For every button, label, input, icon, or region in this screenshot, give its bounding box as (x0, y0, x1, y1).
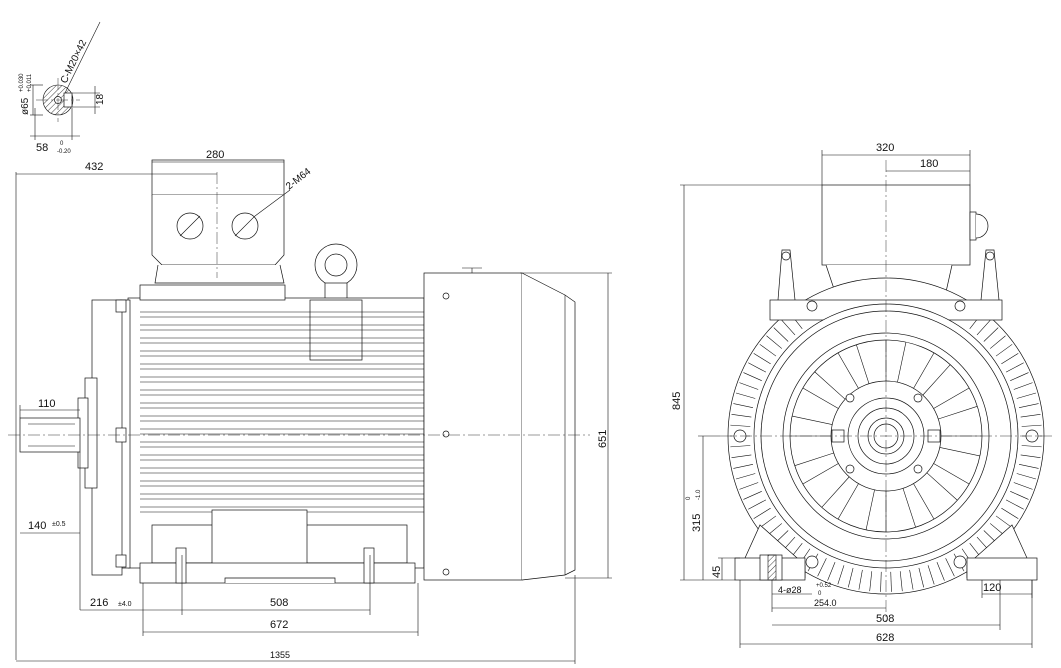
foot-holes-tol-lower: 0 (818, 591, 822, 597)
foot-holes-label: 4-ø28 (778, 585, 802, 595)
center-hole-label: C-M20×42 (59, 38, 90, 85)
cooling-fins (140, 311, 424, 513)
dim-315-tol-upper: 0 (686, 496, 692, 500)
dim-140-tol: ±0.5 (52, 521, 66, 528)
dim-140-label: 140 (28, 520, 46, 532)
key-height-label: 18 (95, 93, 106, 105)
shaft-diameter-tol-lower: +0.011 (27, 73, 33, 92)
fan-cover (423, 272, 523, 581)
side-view: 432 280 2-M64 110 140 ±0.5 216 ±4.0 508 … (8, 149, 612, 664)
key-depth-label: 58 (36, 142, 48, 154)
dim-432-label: 432 (85, 161, 103, 173)
dim-1355-label: 1355 (270, 650, 290, 660)
dim-508-side-label: 508 (270, 597, 288, 609)
foot-holes-tol-upper: +0.52 (816, 583, 832, 589)
dim-110-label: 110 (38, 398, 56, 410)
end-foot-right (966, 557, 1038, 581)
dim-628-label: 628 (876, 632, 894, 644)
dim-120-label: 120 (983, 582, 1001, 594)
dim-280-label: 280 (206, 149, 224, 161)
dim-508-end-label: 508 (876, 613, 894, 625)
dim-315-tol-lower: -1.0 (696, 489, 702, 500)
shaft-diameter-label: ø65 (20, 97, 31, 115)
dim-315-label: 315 (691, 514, 703, 532)
dim-254-label: 254.0 (814, 598, 837, 608)
end-terminal-box (821, 184, 971, 266)
shaft-section-detail: ø65 +0.030 +0.011 C-M20×42 18 58 0 -0.20 (19, 21, 106, 155)
dim-180-label: 180 (920, 158, 938, 170)
end-view: 320 180 845 315 0 -1.0 45 4-ø28 +0.52 0 … (671, 142, 1052, 648)
key-depth-tol-lower: -0.20 (57, 149, 71, 155)
key-depth-tol-upper: 0 (60, 141, 64, 147)
cable-entry-label: 2-M64 (284, 166, 313, 192)
terminal-box (151, 159, 285, 196)
dim-845-label: 845 (671, 392, 683, 410)
dim-45-label: 45 (711, 566, 723, 578)
dim-651-label: 651 (597, 430, 609, 448)
dim-216-label: 216 (90, 597, 108, 609)
shaft-diameter-tol-upper: +0.030 (19, 73, 25, 92)
dim-216-tol: ±4.0 (118, 601, 132, 608)
dim-672-label: 672 (270, 619, 288, 631)
dim-320-label: 320 (876, 142, 894, 154)
